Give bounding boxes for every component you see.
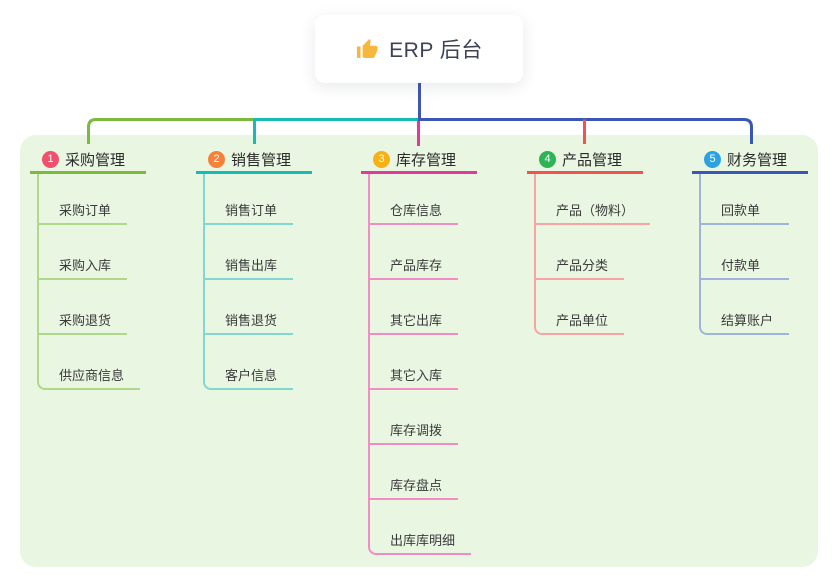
node-item[interactable]: 供应商信息 — [37, 335, 141, 390]
branch-label: 财务管理 — [727, 152, 788, 169]
branch-items: 回款单付款单结算账户 — [699, 174, 808, 335]
node-item[interactable]: 付款单 — [699, 225, 789, 280]
node-item-label: 出库库明细 — [390, 533, 456, 548]
node-item[interactable]: 仓库信息 — [368, 174, 459, 225]
node-item-label: 产品库存 — [390, 258, 443, 273]
node-item[interactable]: 销售出库 — [203, 225, 294, 280]
branch-number-badge: 1 — [42, 151, 59, 168]
branch-header[interactable]: 2 销售管理 — [196, 148, 312, 174]
node-item-label: 产品单位 — [556, 313, 609, 328]
branch-header[interactable]: 4 产品管理 — [527, 148, 643, 174]
node-item[interactable]: 销售退货 — [203, 280, 294, 335]
branch-number-badge: 4 — [539, 151, 556, 168]
node-item-label: 采购订单 — [59, 203, 112, 218]
node-item-label: 客户信息 — [225, 368, 278, 383]
node-item-label: 产品分类 — [556, 258, 609, 273]
branch-items: 仓库信息产品库存其它出库其它入库库存调拨库存盘点出库库明细 — [368, 174, 477, 555]
node-item-label: 仓库信息 — [390, 203, 443, 218]
node-item-label: 库存调拨 — [390, 423, 443, 438]
node-item-label: 结算账户 — [721, 313, 774, 328]
node-item[interactable]: 结算账户 — [699, 280, 790, 335]
branch-number-badge: 5 — [704, 151, 721, 168]
node-item-label: 其它出库 — [390, 313, 443, 328]
branches-panel — [20, 135, 818, 567]
node-item[interactable]: 出库库明细 — [368, 500, 472, 555]
node-item[interactable]: 其它入库 — [368, 335, 459, 390]
node-item[interactable]: 客户信息 — [203, 335, 294, 390]
node-item-label: 销售订单 — [225, 203, 278, 218]
branch-header[interactable]: 3 库存管理 — [361, 148, 477, 174]
node-item[interactable]: 库存调拨 — [368, 390, 459, 445]
node-item[interactable]: 产品库存 — [368, 225, 459, 280]
branch-label: 产品管理 — [562, 152, 623, 169]
branch-number-badge: 3 — [373, 151, 390, 168]
branch-finance: 5 财务管理 回款单付款单结算账户 — [692, 148, 808, 335]
branch-inventory: 3 库存管理 仓库信息产品库存其它出库其它入库库存调拨库存盘点出库库明细 — [361, 148, 477, 555]
branch-product: 4 产品管理 产品（物料） 产品分类产品单位 — [527, 148, 651, 335]
root-node[interactable]: ERP 后台 — [315, 15, 523, 83]
branch-number-badge: 2 — [208, 151, 225, 168]
branch-purchase: 1 采购管理 采购订单采购入库采购退货供应商信息 — [30, 148, 146, 390]
node-item-label: 采购退货 — [59, 313, 112, 328]
node-item[interactable]: 其它出库 — [368, 280, 459, 335]
node-item[interactable]: 采购退货 — [37, 280, 128, 335]
node-item-label: 产品（物料） — [556, 203, 635, 218]
node-item-label: 采购入库 — [59, 258, 112, 273]
node-item[interactable]: 库存盘点 — [368, 445, 459, 500]
node-item[interactable]: 产品（物料） — [534, 174, 651, 225]
branch-items: 产品（物料） 产品分类产品单位 — [534, 174, 651, 335]
node-item-label: 供应商信息 — [59, 368, 125, 383]
root-title: ERP 后台 — [389, 39, 483, 62]
branch-label: 销售管理 — [231, 152, 292, 169]
node-item-label: 回款单 — [721, 203, 761, 218]
node-item[interactable]: 销售订单 — [203, 174, 294, 225]
branch-header[interactable]: 5 财务管理 — [692, 148, 808, 174]
node-item-label: 销售退货 — [225, 313, 278, 328]
branch-label: 库存管理 — [396, 152, 457, 169]
branch-header[interactable]: 1 采购管理 — [30, 148, 146, 174]
node-item[interactable]: 产品分类 — [534, 225, 625, 280]
thumbs-up-icon — [357, 39, 378, 58]
branch-items: 销售订单销售出库销售退货客户信息 — [203, 174, 312, 390]
node-item-label: 销售出库 — [225, 258, 278, 273]
branch-label: 采购管理 — [65, 152, 126, 169]
node-item[interactable]: 回款单 — [699, 174, 789, 225]
node-item[interactable]: 产品单位 — [534, 280, 625, 335]
node-item[interactable]: 采购订单 — [37, 174, 128, 225]
node-item-label: 付款单 — [721, 258, 761, 273]
branch-items: 采购订单采购入库采购退货供应商信息 — [37, 174, 146, 390]
node-item-label: 库存盘点 — [390, 478, 443, 493]
node-item[interactable]: 采购入库 — [37, 225, 128, 280]
node-item-label: 其它入库 — [390, 368, 443, 383]
branch-sales: 2 销售管理 销售订单销售出库销售退货客户信息 — [196, 148, 312, 390]
